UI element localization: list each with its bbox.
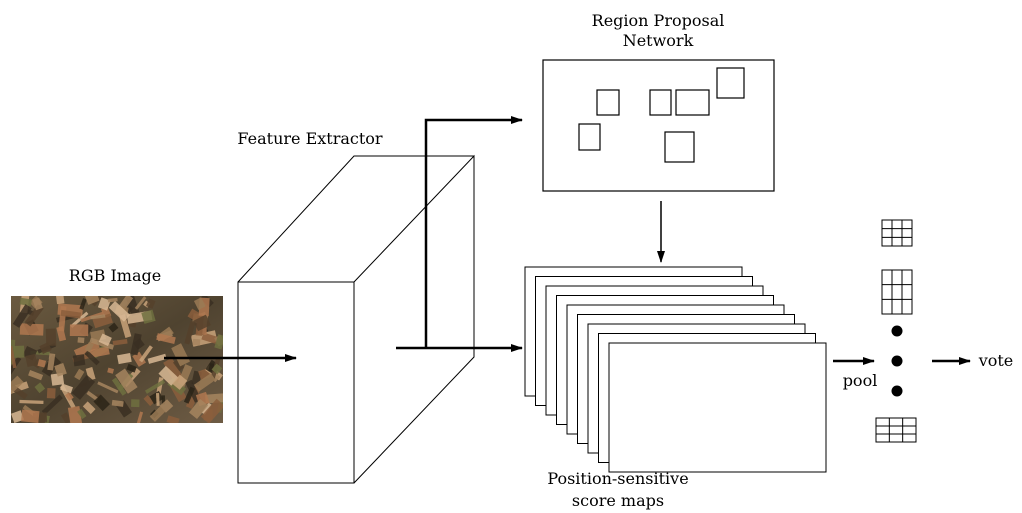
proposal-box [578, 123, 601, 151]
extractor-output-connector [396, 116, 523, 352]
score-map-layer [608, 342, 827, 473]
score-maps-label-line2: score maps [572, 491, 664, 510]
rgb-image-label: RGB Image [69, 266, 161, 285]
vote-label: vote [978, 351, 1014, 370]
proposal-box [596, 89, 620, 116]
feature-extractor-label: Feature Extractor [237, 129, 383, 148]
pool-label: pool [843, 371, 878, 390]
proposal-box [716, 67, 745, 99]
rpn-label-line2: Network [623, 31, 694, 50]
ellipsis-dot [891, 325, 903, 337]
feature-extractor-block [237, 154, 475, 484]
rpn-box [542, 59, 775, 192]
rpn-label-line1: Region Proposal [592, 11, 725, 30]
proposal-box [664, 131, 695, 163]
ellipsis-dot [891, 355, 903, 367]
pooled-grid [881, 269, 913, 315]
proposal-box [649, 89, 672, 116]
pooled-grid [875, 417, 917, 443]
score-maps-label-line1: Position-sensitive [547, 469, 688, 488]
region-proposals [578, 67, 745, 163]
ellipsis-dot [891, 385, 903, 397]
proposal-box [675, 89, 710, 116]
pooled-grid [881, 219, 913, 247]
rgb-image-photo [11, 296, 223, 423]
score-map-stack [524, 266, 827, 473]
